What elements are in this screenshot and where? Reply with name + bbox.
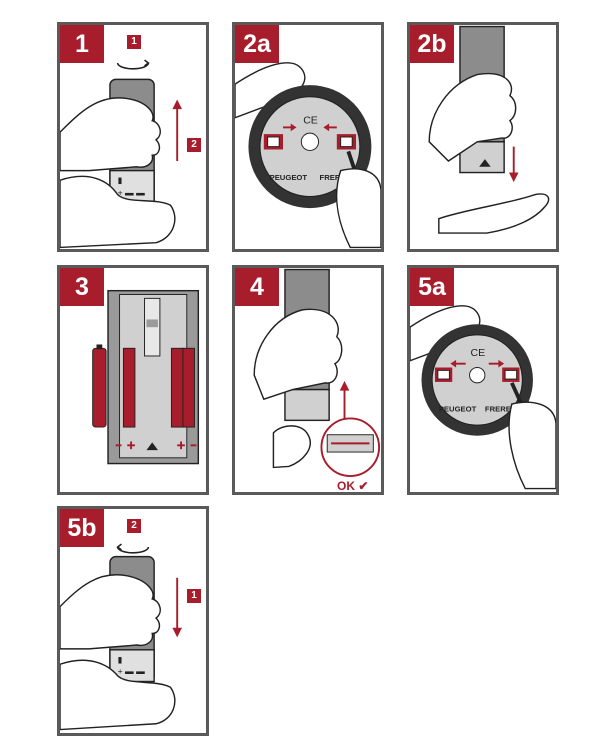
step-5b-seq-lower: 1	[187, 589, 201, 603]
ce-mark: CE	[471, 347, 486, 359]
step-5a-illustration: CE PEUGEOT FRERES	[410, 305, 556, 490]
step-5b-label: 5b	[60, 509, 104, 547]
hand-icon	[60, 97, 161, 172]
svg-text:+ ▬ ▬: + ▬ ▬	[118, 188, 145, 198]
svg-text:PEUGEOT: PEUGEOT	[439, 405, 477, 414]
hand-icon	[272, 425, 311, 469]
check-icon: ✔	[358, 479, 369, 493]
step-1-seq-lift: 2	[187, 138, 201, 152]
step-2b-panel: 2b	[407, 22, 559, 252]
svg-text:FRERES: FRERES	[485, 405, 516, 414]
hand-icon	[508, 401, 556, 490]
hand-icon	[428, 72, 517, 162]
step-5a-label: 5a	[410, 268, 454, 306]
hand-icon	[253, 308, 343, 401]
step-1-label: 1	[60, 25, 104, 63]
hand-icon	[438, 193, 550, 234]
ok-text: OK	[337, 479, 355, 493]
step-2a-panel: 2a CE PEUGEOT FRERES	[232, 22, 384, 252]
svg-text:FRERES: FRERES	[320, 173, 351, 182]
step-3-illustration	[92, 289, 200, 465]
ok-label: OK ✔	[337, 479, 369, 493]
step-5a-panel: 5a CE PEUGEOT FRERES	[407, 265, 559, 495]
battery-icon	[122, 347, 136, 428]
svg-text:+ ▬ ▬: + ▬ ▬	[118, 666, 145, 676]
hand-icon	[335, 168, 381, 249]
step-4-label: 4	[235, 268, 279, 306]
ce-mark: CE	[303, 115, 318, 127]
svg-text:▮: ▮	[118, 654, 123, 664]
rotate-arrow-icon	[116, 62, 150, 70]
battery-icon	[170, 347, 184, 428]
step-5b-panel: 5b 2 1 ▮ + ▬ ▬	[57, 506, 209, 736]
step-2a-illustration: CE PEUGEOT FRERES	[235, 62, 381, 249]
step-4-illustration	[253, 268, 381, 478]
svg-text:PEUGEOT: PEUGEOT	[270, 173, 308, 182]
step-1-illustration: ▮ + ▬ ▬	[60, 59, 182, 249]
svg-text:▮: ▮	[118, 175, 123, 185]
step-5b-seq-rotate: 2	[127, 519, 141, 533]
step-1-panel: 1 1 2 ▮ + ▬ ▬	[57, 22, 209, 252]
step-5b-illustration: ▮ + ▬ ▬	[60, 543, 182, 731]
step-3-label: 3	[60, 268, 104, 306]
hand-icon	[60, 574, 161, 650]
step-3-panel: 3	[57, 265, 209, 495]
rotate-arrow-icon	[116, 546, 150, 554]
step-4-panel: 4 OK ✔	[232, 265, 384, 495]
step-2b-label: 2b	[410, 25, 454, 63]
step-2b-illustration	[428, 25, 550, 234]
battery-icon	[92, 347, 107, 428]
step-1-seq-rotate: 1	[127, 35, 141, 49]
step-2a-label: 2a	[235, 25, 279, 63]
